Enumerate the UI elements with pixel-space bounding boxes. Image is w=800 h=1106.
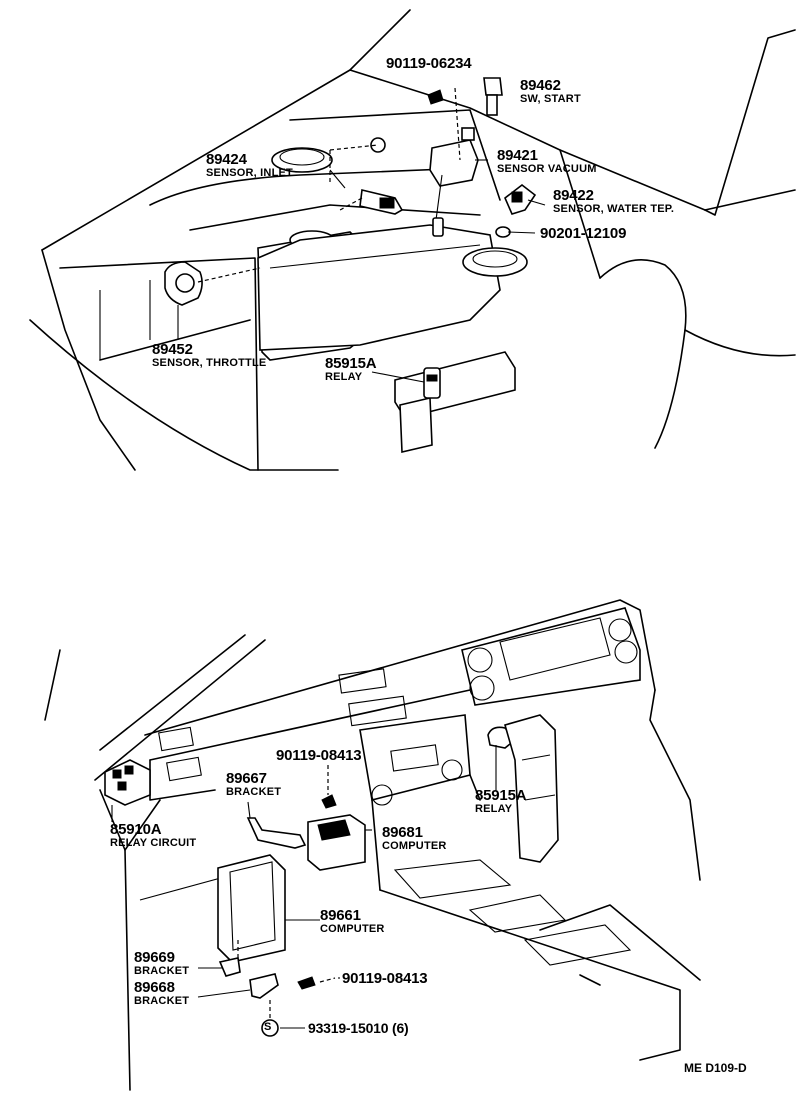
part-number-89422: 89422 [553,187,594,204]
part-number-89681: 89681 [382,824,423,841]
part-number-90119-06234: 90119-06234 [386,55,472,72]
part-number-89462: 89462 [520,77,561,94]
diagram-code: ME D109-D [684,1061,747,1075]
part-number-90119-08413-upper: 90119-08413 [276,747,362,764]
interior-drawing [44,599,701,1091]
part-number-85915A-lower: 85915A [475,787,527,804]
part-number-90201-12109: 90201-12109 [540,225,627,242]
part-number-85915A-upper: 85915A [325,355,377,372]
part-name-relay-upper: RELAY [325,371,363,383]
part-name-sensor-vacuum: SENSOR VACUUM [497,163,597,175]
part-name-sensor-inlet: SENSOR, INLET [206,167,293,179]
part-name-bracket-89669: BRACKET [134,965,190,977]
part-name-bracket-89667: BRACKET [226,786,282,798]
part-name-relay-lower: RELAY [475,803,513,815]
part-number-89421: 89421 [497,147,538,164]
part-number-85910A: 85910A [110,821,162,838]
part-name-computer-89681: COMPUTER [382,840,447,852]
part-number-90119-08413-lower: 90119-08413 [342,970,428,987]
part-name-sensor-throttle: SENSOR, THROTTLE [152,357,267,369]
part-name-sw-start: SW, START [520,93,581,105]
part-number-89669: 89669 [134,949,175,966]
engine-compartment-drawing [29,9,796,471]
part-name-bracket-89668: BRACKET [134,995,190,1007]
part-number-89667: 89667 [226,770,267,787]
part-name-computer-89661: COMPUTER [320,923,385,935]
part-number-89668: 89668 [134,979,175,996]
part-name-relay-circuit: RELAY CIRCUIT [110,837,197,849]
part-number-93319-15010: 93319-15010 (6) [308,1020,409,1036]
part-number-89424: 89424 [206,151,247,168]
part-number-89452: 89452 [152,341,193,358]
part-number-89661: 89661 [320,907,361,924]
part-name-sensor-water-tep: SENSOR, WATER TEP. [553,203,675,215]
s-marker-symbol: S [264,1021,272,1033]
